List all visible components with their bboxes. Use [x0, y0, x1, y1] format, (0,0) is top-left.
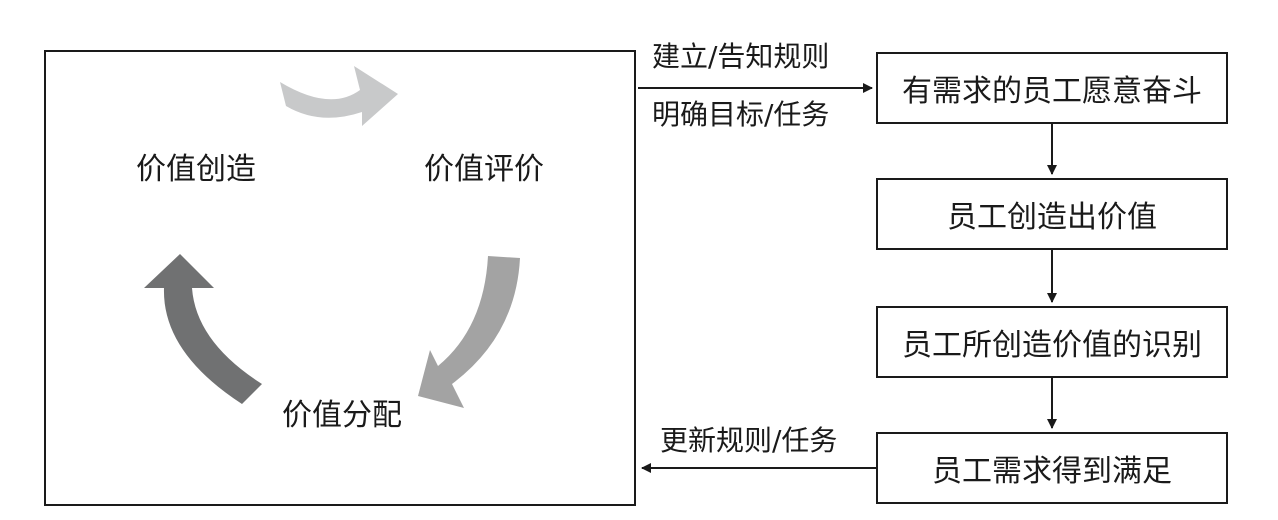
label-clarify-goals: 明确目标/任务 — [652, 98, 830, 131]
label-establish-rules: 建立/告知规则 — [652, 40, 830, 73]
step-value-recognized: 员工所创造价值的识别 — [876, 306, 1228, 378]
label-update-rules: 更新规则/任务 — [660, 424, 838, 457]
node-value-evaluation: 价值评价 — [424, 152, 544, 187]
node-value-creation: 价值创造 — [136, 152, 256, 187]
cycle-arrow-distribute-to-create — [144, 254, 262, 404]
cycle-arrow-evaluate-to-distribute — [418, 256, 520, 408]
cycle-arrow-create-to-evaluate — [280, 66, 398, 126]
step-motivated-employee: 有需求的员工愿意奋斗 — [876, 52, 1228, 124]
value-cycle-frame — [44, 50, 636, 506]
node-value-distribution: 价值分配 — [282, 398, 402, 433]
step-value-created: 员工创造出价值 — [876, 178, 1228, 250]
step-needs-met: 员工需求得到满足 — [876, 432, 1228, 504]
